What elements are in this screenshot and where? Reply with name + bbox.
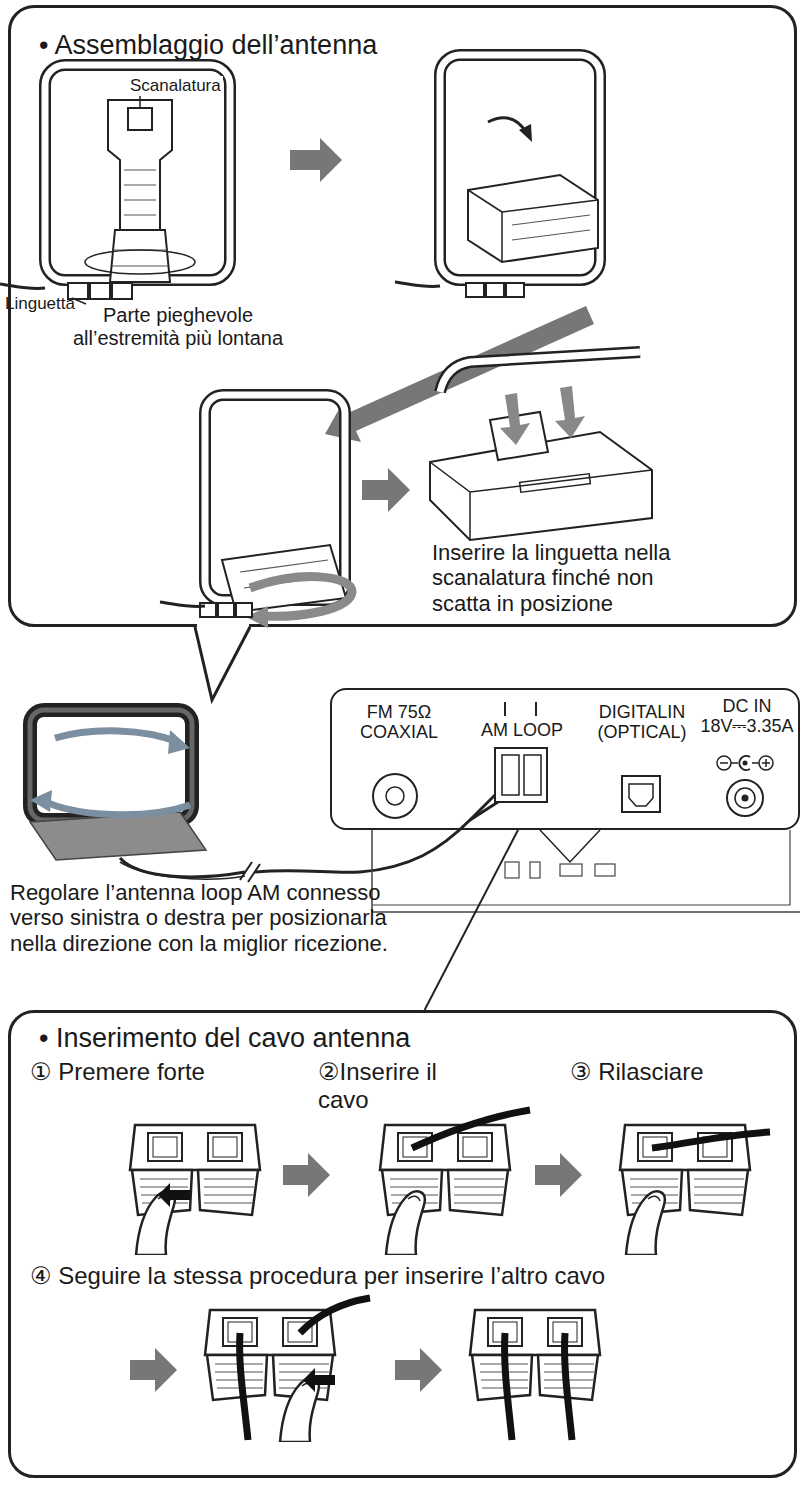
rear-panel: FM 75Ω COAXIAL AM LOOP DIGITALIN (OPTICAL)… (330, 688, 800, 830)
instruction-note: Regolare l’antenna loop AM connesso vers… (10, 880, 415, 956)
part-name: Scanalatura (128, 76, 223, 96)
part-note: Parte pieghevole all’estremità più lonta… (52, 304, 304, 350)
step-label: ① Premere forte (30, 1058, 260, 1086)
port-label: FM 75Ω COAXIAL (354, 702, 444, 742)
step-label: ③ Rilasciare (570, 1058, 780, 1086)
section-heading: • Inserimento del cavo antenna (39, 1023, 639, 1053)
leader-line (425, 830, 518, 1010)
instruction-note: Inserire la linguetta nella scanalatura … (432, 540, 687, 616)
port-label: DIGITALIN (OPTICAL) (577, 702, 707, 742)
port-label: AM LOOP (477, 720, 567, 740)
part-name: Linguetta (5, 294, 105, 314)
port-label: DC IN 18V⎓3.35A (692, 696, 802, 736)
section-heading: • Assemblaggio dell’antenna (39, 30, 639, 60)
step-label: ②Inserire il cavo (318, 1058, 488, 1113)
step-label: ④ Seguire la stessa procedura per inseri… (30, 1262, 770, 1290)
